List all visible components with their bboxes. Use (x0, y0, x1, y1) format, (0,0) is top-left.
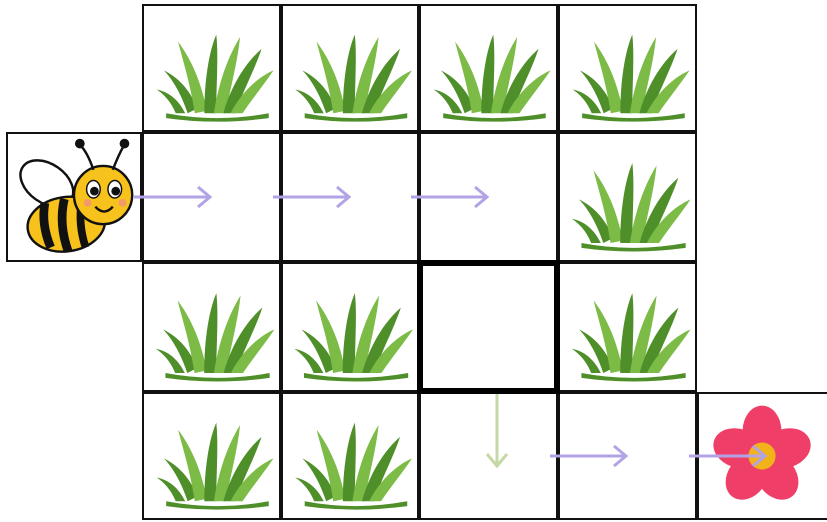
path-arrow-right (411, 185, 489, 209)
cell-r3-c2[interactable] (281, 392, 419, 520)
cell-r2-c3-selected[interactable] (417, 260, 560, 394)
cell-r3-c1[interactable] (142, 392, 281, 520)
cell-r2-c1[interactable] (142, 262, 281, 392)
cell-r0-c4[interactable] (558, 4, 697, 132)
cell-r2-c2[interactable] (281, 262, 419, 392)
path-arrow-right (550, 444, 628, 468)
path-arrow-right (689, 444, 767, 468)
cell-r0-c3[interactable] (419, 4, 558, 132)
path-arrow-down (485, 394, 509, 468)
cell-r0-c1[interactable] (142, 4, 281, 132)
cell-r1-c4[interactable] (558, 132, 697, 262)
cell-r2-c4[interactable] (558, 262, 697, 392)
cell-r0-c2[interactable] (281, 4, 419, 132)
cell-r1-c0[interactable] (6, 132, 142, 262)
path-arrow-right (134, 185, 212, 209)
path-arrow-right (273, 185, 351, 209)
